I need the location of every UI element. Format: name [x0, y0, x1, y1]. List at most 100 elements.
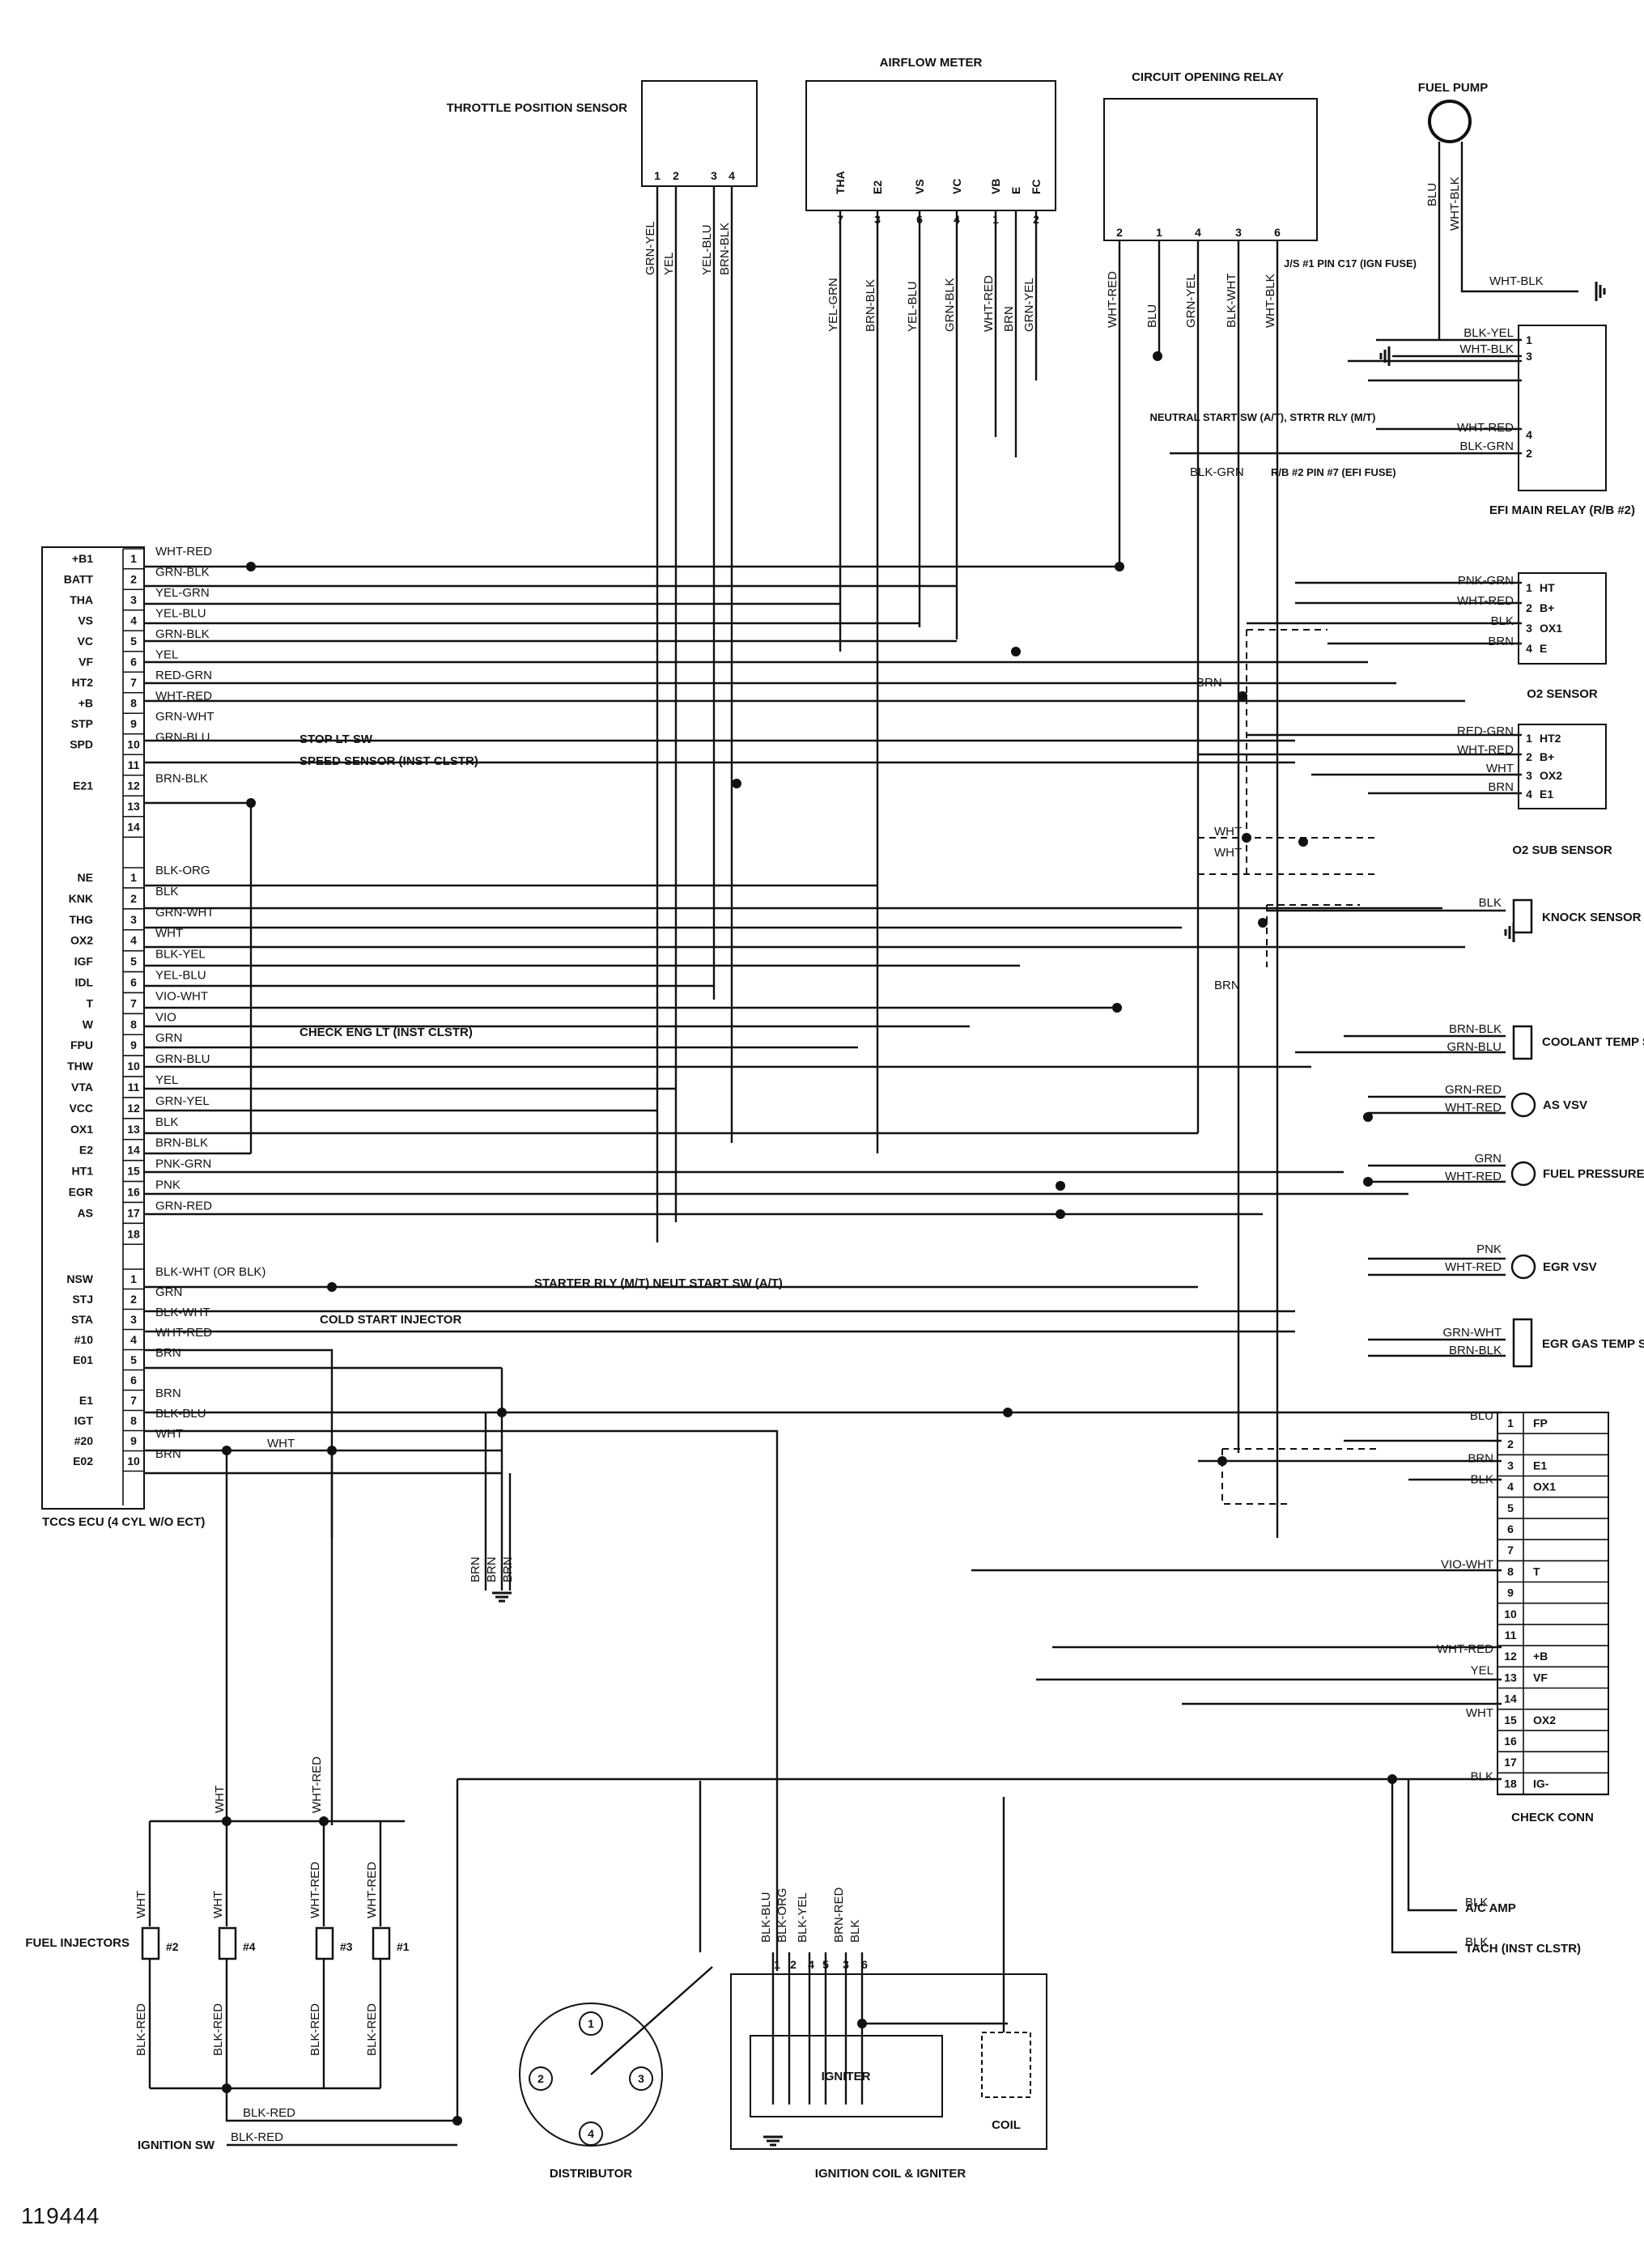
cor-box	[1103, 98, 1318, 241]
afm-wire-4: WHT-RED	[982, 275, 996, 332]
tach-wire: BLK	[1465, 1935, 1488, 1949]
afm-label: AIRFLOW METER	[880, 56, 983, 70]
distributor-terminal	[579, 2121, 603, 2146]
injector-1	[372, 1926, 391, 1960]
shield-brn-2: BRN	[1214, 979, 1240, 992]
ecu-wire-0-3: YEL-GRN	[155, 586, 210, 600]
o2-pin-1: 1	[1526, 581, 1532, 594]
ecu-pin-0-1: 1	[130, 552, 137, 565]
coil-label: COIL	[992, 2118, 1021, 2132]
ign-wire-1: BLK-RED	[231, 2130, 283, 2144]
fp-vsv-symbol	[1510, 1161, 1536, 1187]
afm-wire-5: BRN	[1002, 306, 1016, 332]
inj-bot-wire-0: BLK-RED	[134, 2003, 148, 2056]
ecu-pin-0-5: 5	[130, 635, 137, 648]
o2sub-term-3: E1	[1540, 788, 1553, 801]
ecu-wire-0-1: WHT-RED	[155, 545, 212, 559]
distributor-num-3: 3	[638, 2072, 644, 2085]
ecu-pin-1-3: 3	[130, 913, 137, 926]
cc-pin-13: 13	[1504, 1671, 1517, 1684]
as-vsv-wire-0: GRN-RED	[1445, 1083, 1502, 1097]
cc-term-4: OX1	[1533, 1480, 1556, 1493]
cc-pin-10: 10	[1504, 1608, 1517, 1620]
ecu-wire-0-12: BRN-BLK	[155, 772, 208, 786]
o2-wire-2: BLK	[1491, 614, 1514, 628]
tps-wire-3: BRN-BLK	[718, 223, 732, 275]
ign-wire-0: BLK-RED	[243, 2106, 295, 2120]
o2-term-1: B+	[1540, 601, 1554, 614]
ecu-wire-1-16: PNK	[155, 1179, 181, 1192]
cc-term-3: E1	[1533, 1459, 1547, 1472]
e02-wht: WHT	[267, 1437, 295, 1450]
ecu-terminal-1-1: NE	[78, 871, 93, 884]
fp-vsv-wire-0: GRN	[1475, 1152, 1502, 1166]
ecu-pin-1-16: 16	[127, 1186, 140, 1199]
ecu-pin-2-7: 7	[130, 1394, 137, 1407]
o2-box	[1518, 572, 1607, 665]
coolant-wire-1: GRN-BLU	[1446, 1040, 1502, 1054]
afm-pin-6: 6	[916, 213, 923, 226]
tps-wire-2: YEL-BLU	[700, 224, 714, 275]
ecu-terminal-0-2: BATT	[64, 573, 94, 586]
ecu-pin-0-4: 4	[130, 614, 137, 627]
ecu-pin-0-7: 7	[130, 676, 137, 689]
coil-igniter-label: IGNITION COIL & IGNITER	[815, 2167, 966, 2181]
injectors-label: FUEL INJECTORS	[25, 1936, 130, 1950]
tps-pin-1: 1	[654, 169, 661, 182]
ecu-wire-1-3: GRN-WHT	[155, 906, 214, 920]
ecu-terminal-2-4: #10	[74, 1333, 94, 1346]
igniter-wire-2: BLK-YEL	[796, 1892, 809, 1943]
junction-dots	[222, 351, 1397, 2126]
o2sub-label: O2 SUB SENSOR	[1512, 843, 1612, 857]
inj-bot-wire-1: BLK-RED	[211, 2003, 225, 2056]
ecu-pin-1-6: 6	[130, 976, 137, 989]
ecu-terminal-1-16: EGR	[69, 1186, 93, 1199]
ecu-pin-2-9: 9	[130, 1434, 137, 1447]
afm-wire-2: YEL-BLU	[906, 281, 920, 332]
ground-wire-2: BRN	[501, 1557, 515, 1582]
cc-pin-17: 17	[1504, 1756, 1517, 1769]
ecu-terminal-2-10: E02	[73, 1455, 93, 1467]
ecu-box	[41, 546, 145, 1510]
ecu-wire-1-2: BLK	[155, 885, 178, 898]
cc-wire-3: BRN	[1468, 1451, 1493, 1465]
ecu-terminal-2-5: E01	[73, 1353, 93, 1366]
ecu-terminal-1-10: THW	[67, 1060, 94, 1072]
igniter-pin-2: 2	[790, 1958, 797, 1971]
neutral-sw-label: NEUTRAL START SW (A/T), STRTR RLY (M/T)	[1150, 411, 1376, 423]
coil-box	[981, 2032, 1031, 2098]
ecu-terminal-2-7: E1	[79, 1394, 93, 1407]
ecu-terminal-0-7: HT2	[72, 676, 94, 689]
o2-pin-4: 4	[1526, 642, 1532, 655]
afm-term-E: E	[1009, 187, 1022, 194]
ecu-wire-1-15: PNK-GRN	[155, 1157, 211, 1171]
cc-wire-12: WHT-RED	[1437, 1642, 1493, 1656]
cc-wire-1: BLU	[1470, 1409, 1493, 1423]
cc-pin-12: 12	[1504, 1650, 1517, 1663]
o2-wire-0: PNK-GRN	[1458, 574, 1514, 588]
efi-pin-2: 2	[1526, 447, 1532, 460]
figure-number: 119444	[21, 2203, 100, 2228]
igniter-pin-6: 6	[861, 1958, 868, 1971]
component-labels: THROTTLE POSITION SENSOR AIRFLOW METER C…	[25, 56, 1644, 2181]
as-vsv-wire-1: WHT-RED	[1445, 1101, 1502, 1115]
o2sub-pin-2: 2	[1526, 750, 1532, 763]
afm-term-THA: THA	[834, 171, 847, 194]
cc-pin-2: 2	[1507, 1438, 1514, 1450]
ecu-row-grid	[122, 548, 144, 1506]
afm-term-VS: VS	[913, 179, 926, 194]
efi-pin-4: 4	[1526, 428, 1532, 441]
ecu-pin-0-11: 11	[128, 758, 140, 771]
ecu-wire-0-4: YEL-BLU	[155, 607, 206, 621]
cor-label: CIRCUIT OPENING RELAY	[1132, 70, 1284, 84]
ecu-wire-0-10: GRN-BLU	[155, 731, 210, 745]
cor-wire-1: BLU	[1145, 304, 1159, 328]
ecu-pin-0-10: 10	[127, 738, 140, 751]
ecu-pin-0-2: 2	[130, 573, 137, 586]
cor-wire-4: WHT-BLK	[1264, 274, 1277, 328]
ecu-wire-2-10: BRN	[155, 1447, 181, 1461]
ecu-pin-1-4: 4	[130, 934, 137, 947]
igniter-label: IGNITER	[822, 2070, 871, 2083]
afm-wire-1: BRN-BLK	[864, 279, 877, 332]
